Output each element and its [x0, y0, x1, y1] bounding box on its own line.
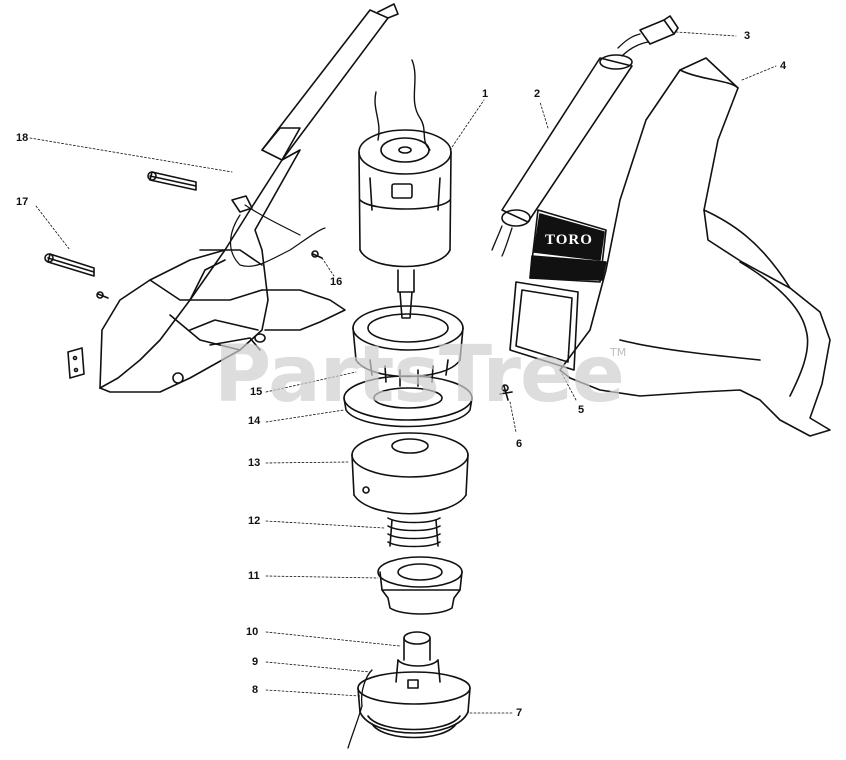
right-housing-cover	[559, 57, 831, 437]
callout-6: 6	[516, 438, 523, 450]
watermark: PartsTree	[214, 330, 625, 420]
callout-17: 17	[16, 196, 29, 208]
watermark-tm: TM	[610, 346, 627, 359]
hub-cup	[352, 305, 464, 387]
callout-8: 8	[252, 684, 259, 696]
callout-2: 2	[534, 88, 541, 100]
screw-long-lower	[44, 253, 95, 277]
screw-6	[499, 384, 513, 401]
screw-short-left	[96, 291, 109, 299]
callout-5: 5	[578, 404, 585, 416]
callout-1: 1	[482, 88, 489, 100]
callout-12: 12	[248, 515, 261, 527]
spring	[387, 517, 441, 548]
screw-16	[311, 250, 323, 259]
drive-shaft	[395, 631, 441, 683]
callout-4: 4	[780, 60, 787, 72]
callout-10: 10	[246, 626, 259, 638]
spool	[377, 556, 463, 615]
spool-housing	[351, 432, 469, 515]
wire-connector	[617, 15, 679, 57]
callout-14: 14	[248, 415, 261, 427]
callout-13: 13	[248, 457, 261, 469]
callout-9: 9	[252, 656, 259, 668]
callout-7: 7	[516, 707, 523, 719]
handle-tube	[491, 54, 633, 257]
screw-long-upper	[147, 171, 197, 191]
callout-3: 3	[744, 30, 751, 42]
callout-11: 11	[248, 570, 260, 582]
callout-15: 15	[250, 386, 263, 398]
callout-16: 16	[330, 276, 343, 288]
leader-lines	[29, 31, 777, 714]
callout-18: 18	[16, 132, 29, 144]
motor-assembly	[358, 59, 452, 319]
brand-label: TORO	[545, 232, 593, 248]
decal	[509, 209, 607, 371]
flange-plate	[343, 375, 473, 428]
bump-knob	[347, 669, 471, 749]
left-housing-half	[67, 3, 399, 393]
